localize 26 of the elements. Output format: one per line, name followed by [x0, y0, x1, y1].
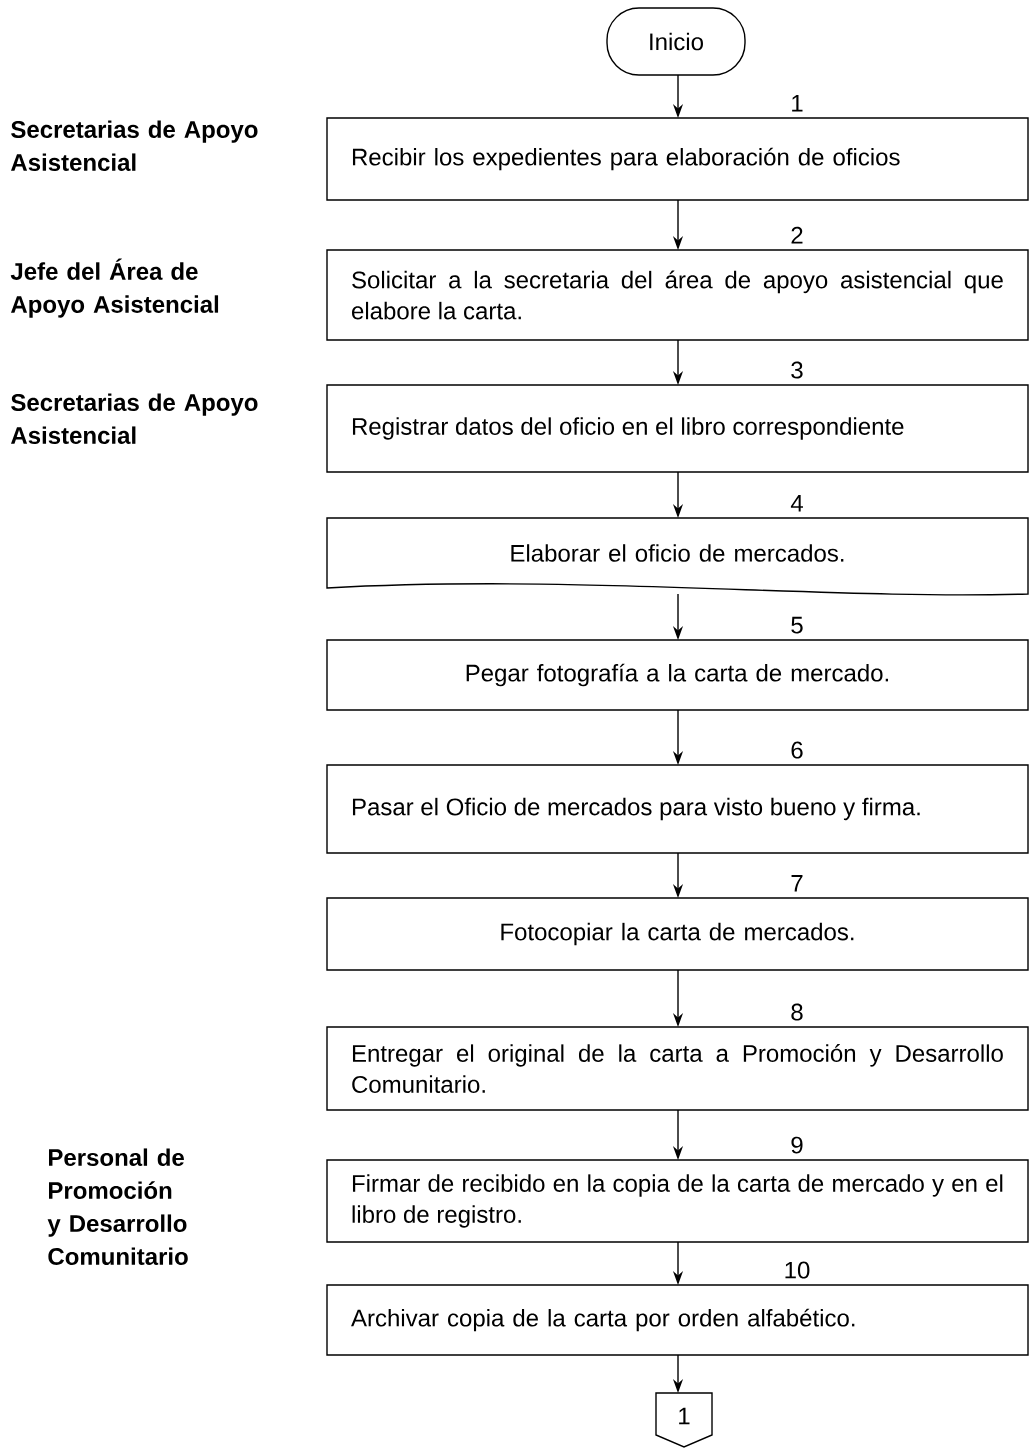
off-page-connector: 1	[655, 1392, 713, 1448]
document-box: Elaborar el oficio de mercados.	[326, 517, 1029, 596]
role-label: Personal de Promoción y Desarrollo Comunitario	[47, 1148, 188, 1265]
process-box: Registrar datos del oficio en el libro correspondiente	[326, 384, 1029, 473]
process-box: Archivar copia de la carta por orden alfabético.	[326, 1284, 1029, 1356]
step-number: 7	[791, 875, 803, 892]
step-number: 4	[790, 495, 803, 512]
step-number: 8	[791, 1003, 803, 1021]
role-label: Jefe del Área de Apoyo Asistencial	[10, 258, 219, 318]
process-box: Pegar fotografía a la carta de mercado.	[326, 639, 1029, 711]
process-box: Entregar el original de la carta a Promoción y Desarrollo Comunitario.	[326, 1026, 1029, 1111]
step-number: 6	[791, 741, 803, 759]
process-box: Recibir los expedientes para elaboración de oficios	[326, 117, 1029, 201]
process-box: Firmar de recibido en la copia de la carta de mercado y en el libro de registro.	[326, 1159, 1029, 1243]
step-number: 5	[791, 616, 803, 634]
process-box: Solicitar a la secretaria del área de apoyo asistencial que elabore la carta.	[326, 249, 1029, 341]
start-terminal: Inicio	[606, 7, 746, 76]
role-label: Secretarias de Apoyo Asistencial	[11, 393, 258, 444]
step-number: 1	[792, 95, 803, 112]
step-number: 10	[785, 1261, 810, 1279]
step-number: 3	[791, 361, 803, 379]
step-number: 2	[791, 226, 803, 244]
role-label: Secretarias de Apoyo Asistencial	[11, 120, 258, 171]
process-box: Fotocopiar la carta de mercados.	[326, 897, 1029, 971]
step-number: 9	[791, 1136, 803, 1154]
process-box: Pasar el Oficio de mercados para visto bueno y firma.	[326, 764, 1029, 854]
